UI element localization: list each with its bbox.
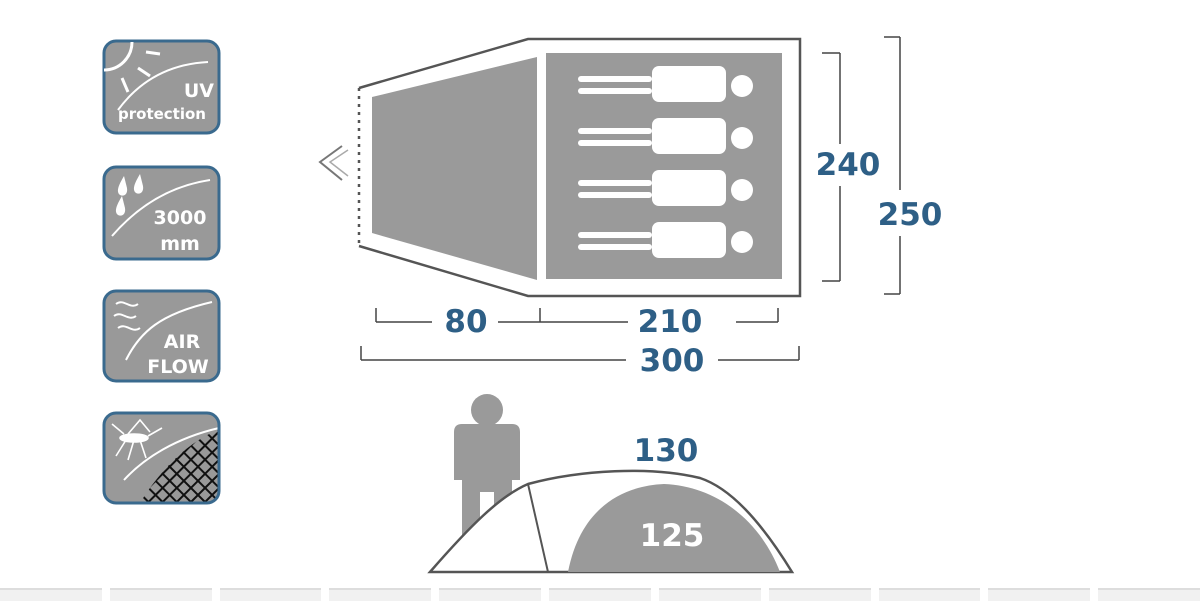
thumbnail[interactable] xyxy=(768,588,871,601)
sleeping-figures xyxy=(578,66,753,258)
floor-plan xyxy=(318,37,802,298)
thumbnail[interactable] xyxy=(1098,588,1200,601)
badge-label-line1: 3000 xyxy=(154,207,207,229)
vestibule-depth-label: 80 xyxy=(444,304,487,340)
badge-label-line2: mm xyxy=(160,233,200,255)
total-width-label: 250 xyxy=(878,197,943,233)
thumbnail[interactable] xyxy=(878,588,981,601)
air-flow-icon xyxy=(113,301,213,361)
sun-icon xyxy=(103,41,209,111)
floor-plan-dimensions xyxy=(360,36,901,361)
inner-width-label: 240 xyxy=(816,147,881,183)
thumbnail[interactable] xyxy=(439,588,542,601)
thumbnail-strip xyxy=(0,588,1200,601)
sleeping-person-icon xyxy=(578,170,753,206)
thumbnail[interactable] xyxy=(549,588,651,601)
mosquito-net-icon xyxy=(111,418,163,461)
air-flow-badge: AIR FLOW xyxy=(102,289,221,383)
thumbnail[interactable] xyxy=(988,588,1091,601)
badge-label-line2: protection xyxy=(118,105,206,123)
vestibule-area xyxy=(372,57,537,280)
sleeping-person-icon xyxy=(578,66,753,102)
badge-label-line1: AIR xyxy=(164,331,201,353)
thumbnail[interactable] xyxy=(109,588,212,601)
mosquito-net-badge xyxy=(102,411,221,505)
sleeping-person-icon xyxy=(578,222,753,258)
thumbnail[interactable] xyxy=(0,588,102,601)
inner-length-label: 210 xyxy=(638,304,703,340)
raindrops-icon xyxy=(115,174,144,216)
uv-protection-badge: UV protection xyxy=(102,39,221,135)
thumbnail[interactable] xyxy=(329,588,432,601)
side-view xyxy=(427,394,795,574)
badge-label-line1: UV xyxy=(184,80,214,102)
thumbnail[interactable] xyxy=(658,588,761,601)
badge-label-line2: FLOW xyxy=(147,356,209,378)
waterproof-rating-badge: 3000 mm xyxy=(102,165,221,261)
inner-height-label: 125 xyxy=(640,518,705,554)
thumbnail[interactable] xyxy=(219,588,322,601)
total-length-label: 300 xyxy=(640,343,705,379)
sleeping-person-icon xyxy=(578,118,753,154)
outer-height-label: 130 xyxy=(634,433,699,469)
inner-tent-profile xyxy=(568,484,780,572)
entrance-chevron-icon xyxy=(318,145,343,181)
